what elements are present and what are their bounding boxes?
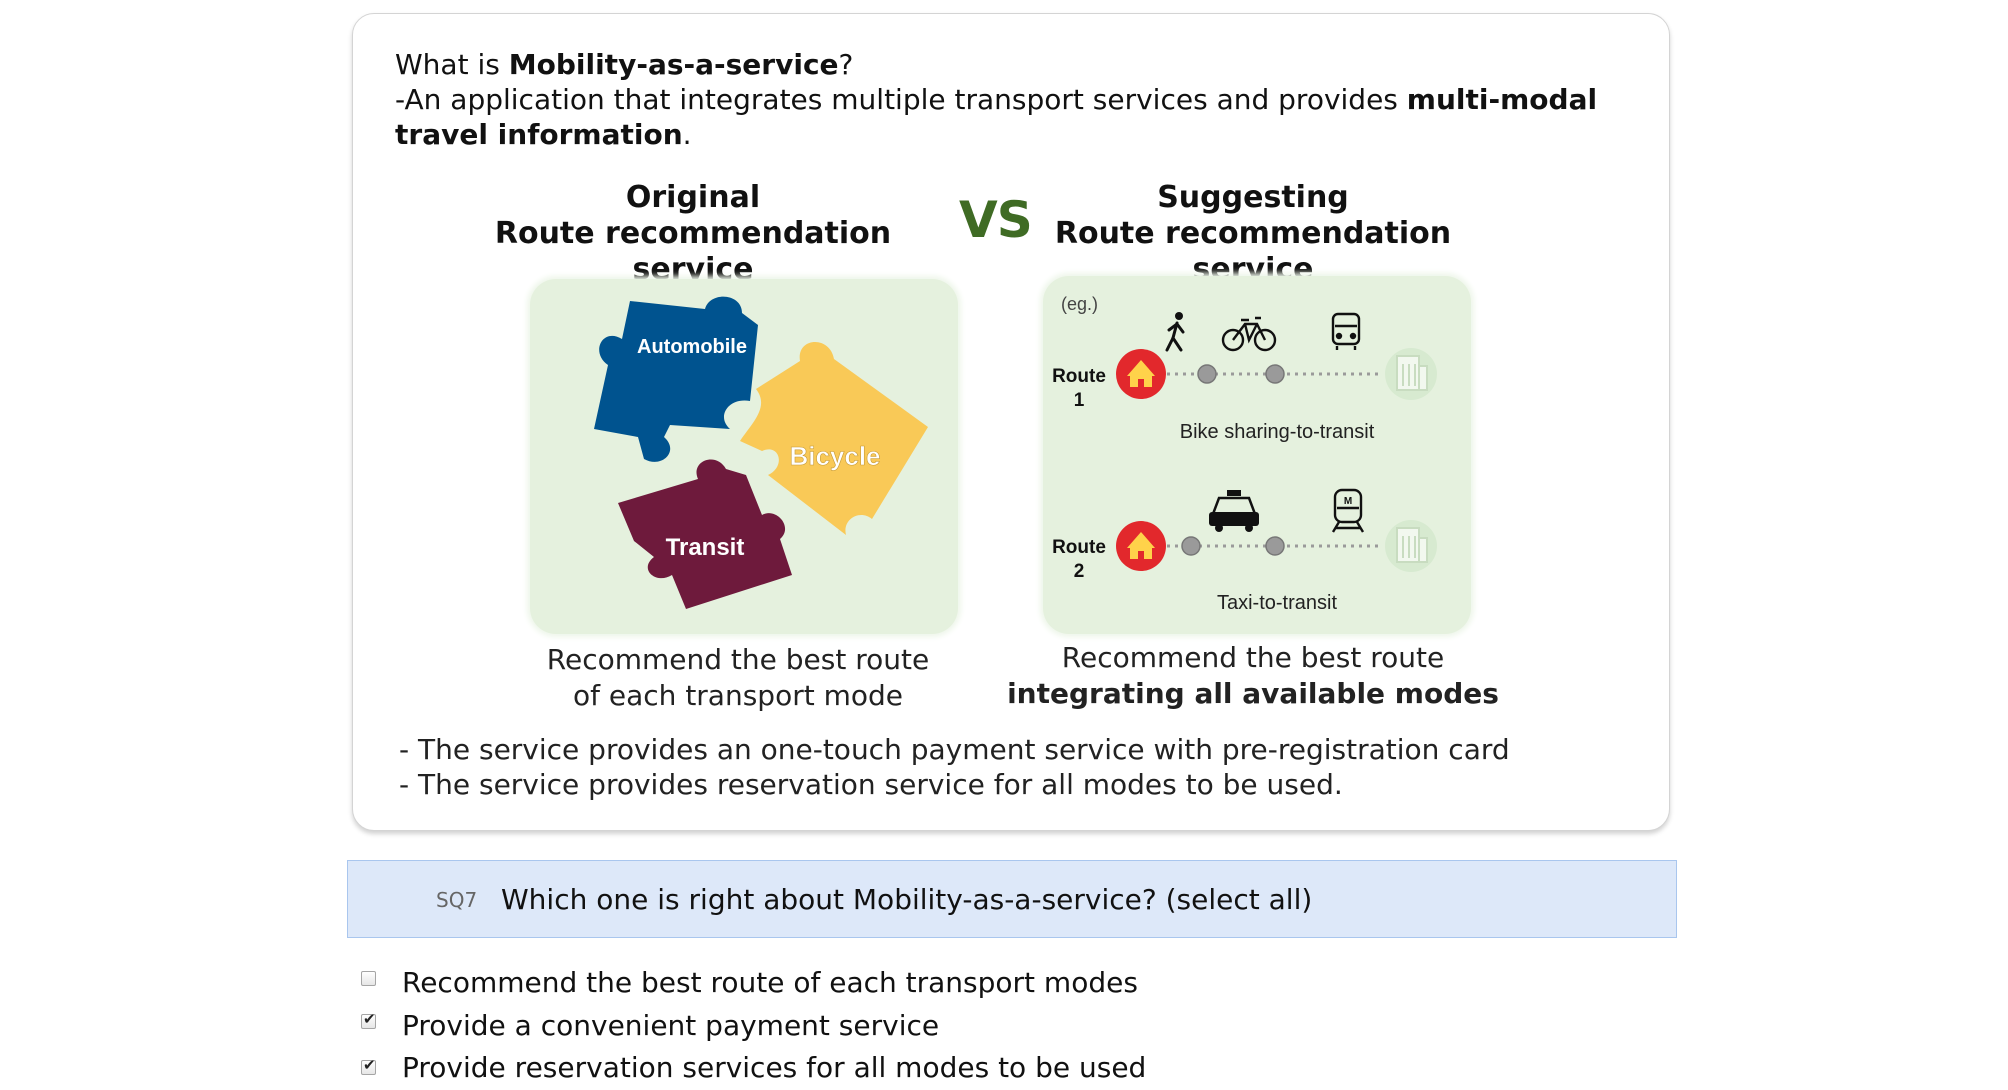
- original-service-title: Original Route recommendation service: [463, 180, 923, 288]
- option-best-route[interactable]: Recommend the best route of each transpo…: [358, 965, 1258, 1005]
- option-reservation-checkbox[interactable]: ✔: [361, 1056, 376, 1075]
- checkmark-icon: ✔: [363, 1010, 376, 1028]
- train-icon: M: [1331, 488, 1365, 533]
- building-icon: [1385, 520, 1437, 572]
- bullet-reservation: - The service provides reservation servi…: [399, 768, 1343, 801]
- intro-text: What is Mobility-as-a-service? -An appli…: [395, 47, 1625, 152]
- option-reservation-label[interactable]: Provide reservation services for all mod…: [402, 1051, 1147, 1084]
- suggested-service-caption: Recommend the best route integrating all…: [993, 640, 1513, 712]
- route2-stop-1: [1181, 536, 1201, 556]
- puzzle-piece-transit: Transit: [618, 459, 792, 609]
- home-icon: [1116, 521, 1166, 571]
- eg-label: (eg.): [1061, 294, 1098, 314]
- option-reservation[interactable]: ✔ Provide reservation services for all m…: [358, 1050, 1258, 1090]
- transit-label: Transit: [666, 534, 745, 561]
- intro-line1-suffix: ?: [838, 48, 854, 81]
- suggested-caption-line1: Recommend the best route: [1061, 641, 1445, 674]
- bicycle-piece-shape: [740, 341, 928, 535]
- option-payment-checkbox[interactable]: ✔: [361, 1010, 376, 1029]
- intro-highlight: multi-modal travel information: [395, 83, 1598, 151]
- option-best-route-checkbox[interactable]: [361, 971, 376, 986]
- svg-text:M: M: [1344, 496, 1352, 507]
- puzzle-piece-automobile: Automobile: [594, 296, 758, 462]
- building-icon: [1385, 348, 1437, 400]
- intro-term: Mobility-as-a-service: [508, 48, 839, 81]
- intro-line2-suffix: .: [682, 118, 692, 151]
- option-payment-label[interactable]: Provide a convenient payment service: [402, 1009, 940, 1042]
- suggested-service-title: Suggesting Route recommendation service: [1023, 180, 1483, 288]
- puzzle-panel: Automobile Bicycle Transit: [530, 279, 958, 634]
- route2-label: Route: [1052, 537, 1106, 558]
- route1-number: 1: [1074, 390, 1085, 411]
- option-best-route-label[interactable]: Recommend the best route of each transpo…: [402, 966, 1138, 999]
- suggested-caption-line2: integrating all available modes: [1007, 677, 1499, 710]
- transit-piece-shape: [618, 459, 792, 609]
- puzzle-piece-bicycle: Bicycle: [740, 341, 928, 535]
- original-caption-line1: Recommend the best route: [546, 643, 930, 676]
- intro-line2-prefix: -An application that integrates multiple…: [395, 83, 1407, 116]
- home-icon: [1116, 349, 1166, 399]
- question-text: Which one is right about Mobility-as-a-s…: [501, 883, 1313, 916]
- route2-number: 2: [1074, 561, 1085, 582]
- option-payment[interactable]: ✔ Provide a convenient payment service: [358, 1008, 1258, 1048]
- walk-icon: [1165, 312, 1185, 352]
- route2-caption: Taxi-to-transit: [1217, 592, 1337, 614]
- original-caption-line2: of each transport mode: [573, 679, 903, 712]
- intro-line1-prefix: What is: [395, 48, 509, 81]
- automobile-label: Automobile: [637, 336, 747, 358]
- bicycle-label: Bicycle: [789, 441, 880, 471]
- bicycle-icon: [1221, 316, 1277, 352]
- bus-icon: [1331, 312, 1361, 350]
- route1-stop-2: [1265, 364, 1285, 384]
- route1-caption: Bike sharing-to-transit: [1180, 421, 1375, 443]
- checkmark-icon: ✔: [363, 1056, 376, 1074]
- route2-stop-2: [1265, 536, 1285, 556]
- original-title-line2: Route recommendation service: [494, 216, 892, 287]
- route1-stop-1: [1197, 364, 1217, 384]
- info-card: What is Mobility-as-a-service? -An appli…: [352, 13, 1670, 831]
- bullet-payment: - The service provides an one-touch paym…: [399, 733, 1510, 766]
- original-title-line1: Original: [625, 180, 761, 215]
- taxi-icon: [1209, 490, 1259, 532]
- feature-bullets: - The service provides an one-touch paym…: [399, 732, 1510, 802]
- route-example-panel: (eg.) Route 1: [1043, 276, 1471, 634]
- suggested-title-line1: Suggesting: [1157, 180, 1349, 215]
- original-service-caption: Recommend the best route of each transpo…: [503, 642, 973, 714]
- automobile-piece-shape: [594, 296, 758, 462]
- vs-label: VS: [959, 191, 1033, 249]
- question-number: SQ7: [436, 888, 478, 912]
- question-header: SQ7 Which one is right about Mobility-as…: [347, 860, 1677, 938]
- route1-label: Route: [1052, 366, 1106, 387]
